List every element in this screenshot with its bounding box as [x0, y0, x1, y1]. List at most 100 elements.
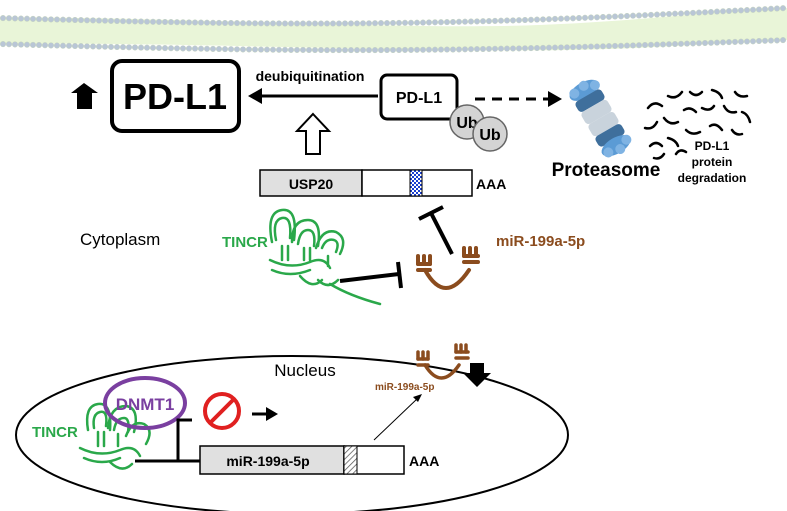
lipid-head [131, 18, 139, 25]
lipid-head [635, 12, 643, 19]
lipid-head [551, 15, 559, 22]
lipid-head [359, 47, 367, 54]
lipid-head [161, 45, 169, 52]
lipid-head [41, 16, 49, 23]
lipid-head [149, 44, 157, 51]
lipid-head [725, 39, 733, 46]
lipid-head [563, 15, 571, 22]
lipid-head [443, 46, 451, 53]
lipid-head [491, 17, 499, 24]
usp20-polya-label: AAA [476, 176, 506, 192]
lipid-head [227, 46, 235, 53]
lipid-head [533, 44, 541, 52]
protein-fragments-icon [643, 88, 752, 160]
usp20-label: USP20 [289, 176, 334, 192]
lipid-head [0, 15, 7, 22]
lipid-head [395, 46, 403, 54]
lipid-head [389, 19, 397, 27]
decrease-arrow-icon [463, 363, 491, 387]
lipid-head [713, 8, 721, 15]
cytoplasm-label: Cytoplasm [80, 230, 160, 249]
lipid-head [263, 46, 271, 53]
lipid-head [413, 46, 421, 53]
degradation-label-line1: PD-L1 [695, 139, 730, 153]
degradation-label-line3: degradation [678, 171, 747, 185]
degradation-dashed-arrow [475, 91, 562, 107]
lipid-head [659, 11, 667, 18]
lipid-head [701, 9, 709, 16]
lipid-head [209, 45, 217, 52]
lipid-head [149, 18, 157, 25]
lipid-head [131, 44, 139, 51]
proteasome-label: Proteasome [552, 160, 661, 181]
tincr-inhibits-mirna [339, 261, 403, 289]
lipid-head [779, 37, 787, 44]
lipid-head [731, 7, 739, 14]
lipid-head [365, 47, 373, 54]
lipid-head [731, 38, 739, 45]
lipid-head [665, 41, 673, 48]
lipid-head [761, 6, 769, 13]
lipid-head [317, 46, 325, 54]
lipid-head [683, 10, 691, 17]
lipid-head [641, 12, 649, 19]
lipid-head [257, 20, 265, 27]
lipid-head [455, 46, 463, 53]
lipid-head [323, 20, 331, 27]
lipid-head [203, 45, 211, 52]
lipid-head [221, 19, 229, 27]
lipid-head [23, 41, 31, 48]
lipid-head [587, 14, 595, 21]
lipid-head [101, 43, 109, 50]
lipid-head [653, 41, 661, 48]
pdl1-small-label: PD-L1 [396, 90, 442, 107]
lipid-head [485, 45, 493, 52]
lipid-head [773, 37, 781, 44]
lipid-head [581, 43, 589, 50]
lipid-head [101, 17, 109, 24]
lipid-head [419, 46, 427, 53]
lipid-head [443, 19, 451, 26]
lipid-head [119, 18, 127, 25]
lipid-head [107, 43, 115, 50]
lipid-head [629, 12, 637, 19]
lipid-head [599, 13, 607, 21]
lipid-head [503, 17, 511, 24]
lipid-head [245, 20, 253, 27]
lipid-head [191, 19, 199, 26]
lipid-head [407, 19, 415, 26]
lipid-head [17, 41, 25, 48]
lipid-head [581, 14, 589, 21]
lipid-head [431, 19, 439, 26]
lipid-head [77, 43, 85, 50]
lipid-head [539, 44, 547, 51]
lipid-head [725, 7, 733, 15]
lipid-head [689, 9, 697, 16]
lipid-head [23, 15, 31, 22]
lipid-head [5, 41, 13, 48]
lipid-head [263, 20, 271, 27]
lipid-head [767, 37, 775, 44]
lipid-head [449, 46, 457, 53]
lipid-head [95, 43, 103, 50]
lipid-head [371, 20, 379, 27]
mirna-top-label: miR-199a-5p [496, 233, 585, 250]
lipid-head [257, 46, 265, 53]
lipid-head [107, 17, 115, 24]
lipid-head [575, 43, 583, 51]
lipid-head [617, 13, 625, 20]
lipid-head [635, 42, 643, 49]
lipid-head [65, 16, 73, 23]
lipid-head [125, 18, 133, 25]
lipid-head [293, 20, 301, 27]
lipid-head [401, 46, 409, 53]
lipid-head [743, 7, 751, 14]
lipid-head [341, 20, 349, 27]
lipid-head [347, 47, 355, 54]
lipid-head [209, 19, 217, 26]
lipid-head [467, 18, 475, 25]
lipid-head [143, 44, 151, 51]
lipid-head [407, 46, 415, 53]
lipid-head [677, 10, 685, 17]
lipid-head [497, 17, 505, 24]
